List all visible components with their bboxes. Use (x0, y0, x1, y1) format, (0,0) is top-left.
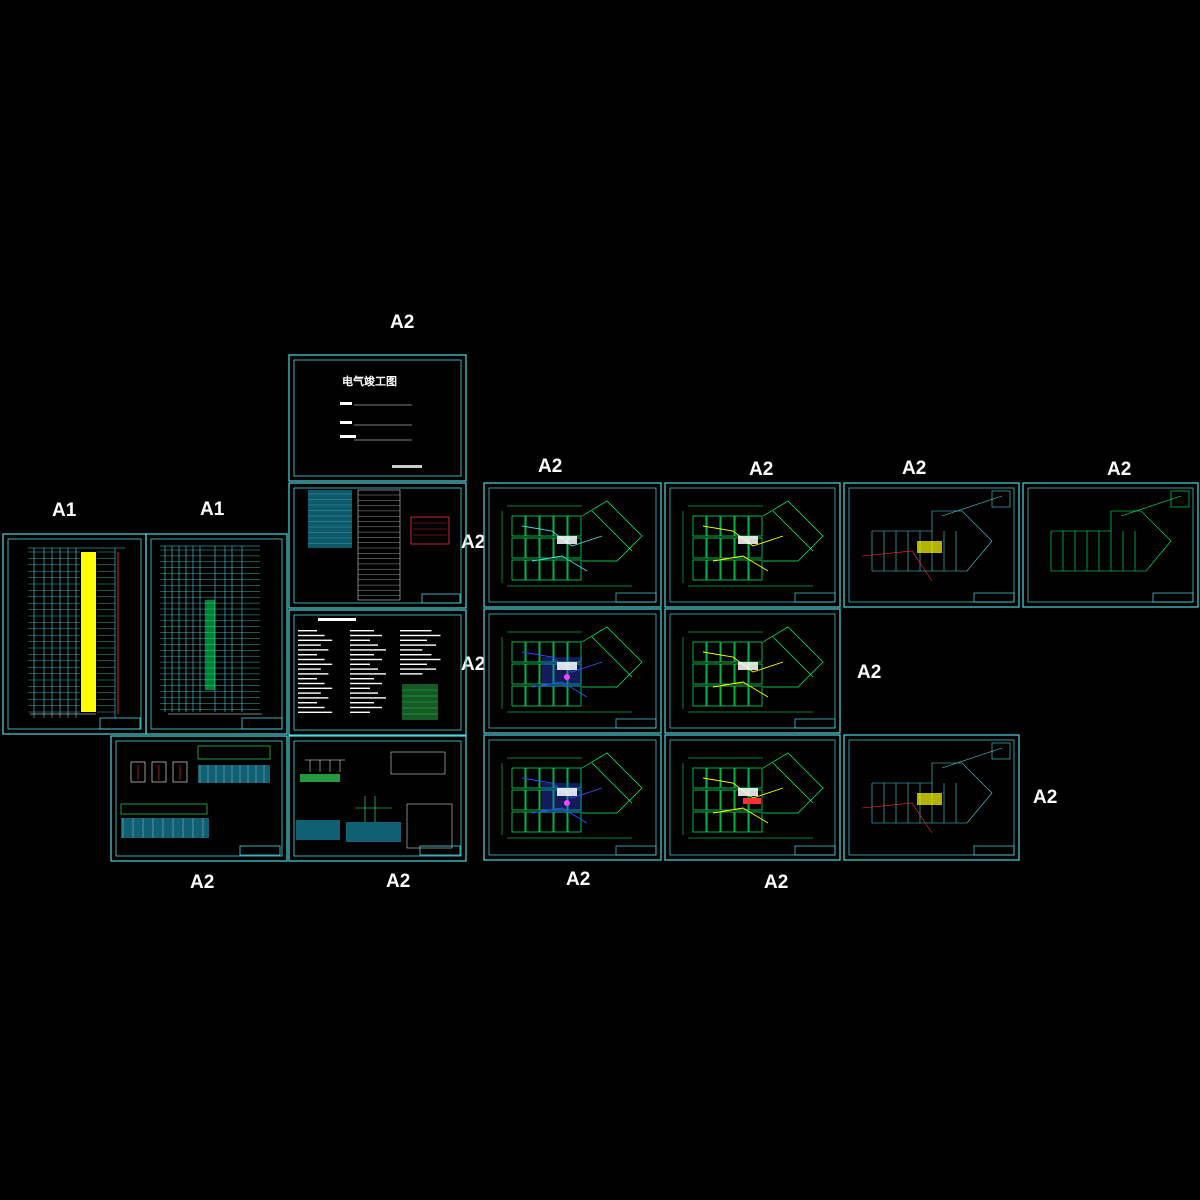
riser-block (81, 552, 96, 712)
sheet-floor-plan (664, 608, 841, 734)
sheet-floor-plan (664, 482, 841, 608)
legend-box (410, 516, 450, 545)
label-plan-r1c1: A2 (538, 456, 562, 477)
label-plan-r2-right: A2 (857, 662, 881, 683)
sheet-system-2 (288, 735, 467, 862)
sheet-floor-plan (843, 734, 1020, 861)
sheet-floor-plan (843, 482, 1020, 608)
title-block (99, 717, 141, 730)
title-block (241, 717, 283, 730)
sheet-floor-plan (1022, 482, 1199, 608)
label-plan-r1c2: A2 (749, 459, 773, 480)
floor-plan-sheets (483, 482, 1199, 861)
sheet-drawing-index (288, 482, 467, 609)
drawing-list-table (357, 489, 401, 601)
label-elev-2: A1 (200, 499, 225, 520)
sheet-elevation-2 (145, 533, 288, 735)
title-block (239, 845, 281, 856)
title-block (419, 845, 461, 856)
cover-title: 电气竣工图 (342, 374, 397, 388)
index-table (308, 490, 352, 548)
sheet-floor-plan (483, 608, 662, 734)
sheet-floor-plan (483, 482, 662, 608)
sheet-design-notes (288, 609, 467, 736)
sheet-cover: 电气竣工图 (288, 354, 467, 482)
label-sys-1: A2 (190, 872, 214, 893)
label-notes: A2 (461, 654, 485, 675)
sheet-elevation-1 (2, 533, 147, 735)
label-sys-2: A2 (386, 871, 410, 892)
title-block (421, 593, 461, 604)
label-plan-r3c3: A2 (1033, 787, 1057, 808)
label-plan-r3c2: A2 (764, 872, 788, 893)
elevation-floor-lines (28, 551, 115, 713)
sheet-floor-plan (483, 734, 662, 861)
label-plan-r1c4: A2 (1107, 459, 1131, 480)
elevation-floor-lines (160, 549, 260, 710)
sheet-system-1 (110, 735, 288, 862)
sheet-floor-plan (664, 734, 841, 861)
label-index: A2 (461, 532, 485, 553)
label-elev-1: A1 (52, 500, 77, 521)
label-plan-r3c1: A2 (566, 869, 590, 890)
label-plan-r1c3: A2 (902, 458, 926, 479)
label-cover: A2 (390, 312, 414, 333)
